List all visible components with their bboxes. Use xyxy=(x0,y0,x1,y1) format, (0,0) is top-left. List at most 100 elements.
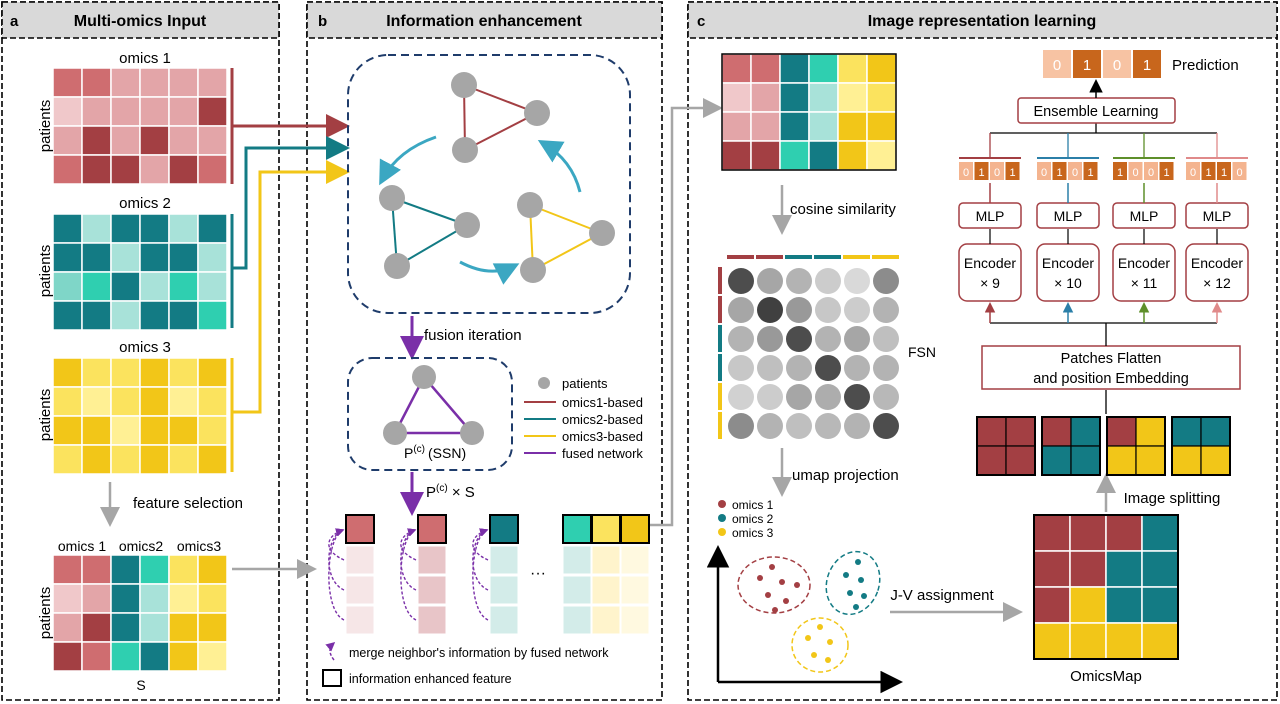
matrix-cell xyxy=(52,67,83,98)
patch-cell xyxy=(1200,445,1231,476)
merge-arrow xyxy=(400,528,417,621)
ssn-label: P(c)(SSN) xyxy=(404,444,466,461)
matrix-cell xyxy=(779,53,810,84)
matrix-cell xyxy=(168,300,199,331)
fsn-header-bar xyxy=(843,255,870,259)
encoder-times: × 12 xyxy=(1203,275,1231,291)
omics1-matrix xyxy=(52,67,228,185)
fsn-side-bar xyxy=(718,354,722,381)
branch-bit xyxy=(1068,162,1082,180)
patch-cell xyxy=(1005,416,1036,447)
matrix-cell xyxy=(808,140,839,171)
matrix-cell xyxy=(837,140,868,171)
umap-legend-omics2: omics 2 xyxy=(732,512,774,526)
matrix-cell xyxy=(197,125,228,156)
patch-cell xyxy=(1106,445,1137,476)
matrix-cell xyxy=(81,612,112,643)
matrix-cell xyxy=(837,111,868,142)
feature-cell xyxy=(417,545,447,575)
merge-arrow xyxy=(328,528,345,591)
fsn-cell xyxy=(786,413,812,439)
matrix-cell xyxy=(1033,550,1071,588)
branch-bit xyxy=(1232,162,1247,180)
patch-border xyxy=(1171,416,1231,476)
matrix-cell xyxy=(1069,514,1107,552)
fsn-cell xyxy=(815,413,841,439)
patch-cell xyxy=(1106,416,1137,447)
patch-cell xyxy=(1171,445,1202,476)
features-to-image-arrow xyxy=(650,98,723,527)
matrix-cell xyxy=(779,111,810,142)
matrix-cell xyxy=(52,242,83,273)
omics2-network xyxy=(379,185,480,279)
merge-arrow xyxy=(472,528,489,591)
enhanced-feature-cell xyxy=(562,514,592,544)
enhanced-feature-columns xyxy=(328,514,650,635)
matrix-cell xyxy=(52,271,83,302)
encoder-label: Encoder xyxy=(1118,255,1170,271)
matrix-cell xyxy=(1141,514,1179,552)
matrix-cell xyxy=(81,554,112,585)
feature-matrix-border xyxy=(721,53,897,171)
omicsmap-label: OmicsMap xyxy=(1070,668,1142,685)
matrix-cell xyxy=(81,154,112,185)
mlp-label: MLP xyxy=(976,208,1005,224)
fsn-cell xyxy=(757,326,783,352)
feature-cell xyxy=(562,575,592,605)
legend-omics2: omics2-based xyxy=(562,412,643,427)
matrix-cell xyxy=(110,242,141,273)
matrix-cell xyxy=(110,357,141,388)
fsn-cell xyxy=(873,413,899,439)
feature-cell xyxy=(591,545,621,575)
branch-bit xyxy=(1037,162,1051,180)
umap-label: umap projection xyxy=(792,467,899,484)
branch-bit-text: 0 xyxy=(1236,167,1242,179)
matrix-cell xyxy=(168,641,199,672)
patch-cell xyxy=(1070,416,1101,447)
fsn-header-bar xyxy=(785,255,812,259)
branch-bit-text: 1 xyxy=(978,167,984,179)
prediction-bit xyxy=(1043,50,1071,78)
matrix-cell xyxy=(110,641,141,672)
patients-label-3: patients xyxy=(37,389,54,442)
branch-bit-text: 1 xyxy=(1163,167,1169,179)
matrix-cell xyxy=(197,271,228,302)
jv-label: J-V assignment xyxy=(890,587,994,604)
matrix-cell xyxy=(197,154,228,185)
matrix-cell xyxy=(52,357,83,388)
matrix-cell xyxy=(721,53,752,84)
matrix-cell xyxy=(81,641,112,672)
fsn-cell xyxy=(873,355,899,381)
prediction-bit xyxy=(1133,50,1161,78)
matrix-cell xyxy=(779,82,810,113)
matrix-cell xyxy=(139,554,170,585)
patch-cell xyxy=(1005,445,1036,476)
merge-arrow xyxy=(328,528,345,621)
branch-bit-text: 1 xyxy=(1221,167,1227,179)
matrix-cell xyxy=(1033,586,1071,624)
matrix-cell xyxy=(808,53,839,84)
patch-cell xyxy=(1135,416,1166,447)
branch-bit xyxy=(1144,162,1158,180)
matrix-cell xyxy=(81,444,112,475)
fsn-cell xyxy=(786,297,812,323)
fused-network xyxy=(383,365,484,445)
omics2-label: omics 2 xyxy=(119,195,171,212)
encoder-box xyxy=(1185,243,1249,302)
fsn-cell xyxy=(873,326,899,352)
matrix-cell xyxy=(721,82,752,113)
feature-cell xyxy=(562,545,592,575)
fsn-cell xyxy=(786,268,812,294)
panel-b-letter: b xyxy=(318,13,327,30)
enhanced-feature-matrix xyxy=(721,53,897,171)
matrix-cell xyxy=(168,125,199,156)
ellipsis: ··· xyxy=(530,565,546,582)
matrix-cell xyxy=(866,82,897,113)
fsn-cell xyxy=(844,413,870,439)
branch-bit xyxy=(1159,162,1174,180)
feature-cell xyxy=(345,575,375,605)
matrix-cell xyxy=(110,271,141,302)
patch-cell xyxy=(1200,416,1231,447)
branch-bit-text: 0 xyxy=(1041,167,1047,179)
matrix-cell xyxy=(197,357,228,388)
